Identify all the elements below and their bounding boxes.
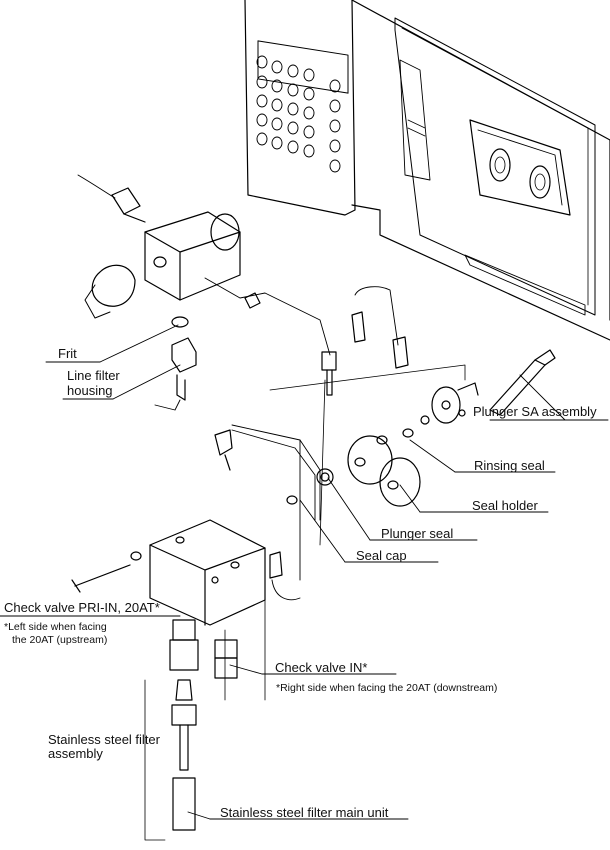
label-ss-filter-assembly-line2: assembly: [48, 746, 103, 761]
label-plunger-seal: Plunger seal: [381, 526, 454, 541]
label-pri-in-note-line1: *Left side when facing: [4, 621, 107, 633]
label-ss-filter-assembly-line1: Stainless steel filter: [48, 732, 160, 747]
line-filter-block: [77, 174, 337, 411]
label-frit: Frit: [58, 346, 77, 361]
label-ss-filter-main-unit: Stainless steel filter main unit: [220, 805, 389, 820]
leader-lines: [0, 324, 609, 820]
label-line-filter-housing-line2: housing: [67, 383, 113, 398]
check-valves-and-filter: [144, 619, 238, 841]
pump-unit: [244, 0, 610, 341]
label-seal-holder: Seal holder: [472, 498, 538, 513]
label-check-valve-pri-in: Check valve PRI-IN, 20AT*: [4, 600, 160, 615]
label-check-valve-in: Check valve IN*: [275, 660, 368, 675]
label-plunger-sa-assembly: Plunger SA assembly: [473, 404, 597, 419]
label-seal-cap: Seal cap: [356, 548, 407, 563]
label-pri-in-note-line2: the 20AT (upstream): [12, 634, 108, 646]
pump-head-block: [71, 286, 556, 701]
label-rinsing-seal: Rinsing seal: [474, 458, 545, 473]
label-in-note: *Right side when facing the 20AT (downst…: [276, 682, 498, 694]
label-line-filter-housing-line1: Line filter: [67, 368, 120, 383]
